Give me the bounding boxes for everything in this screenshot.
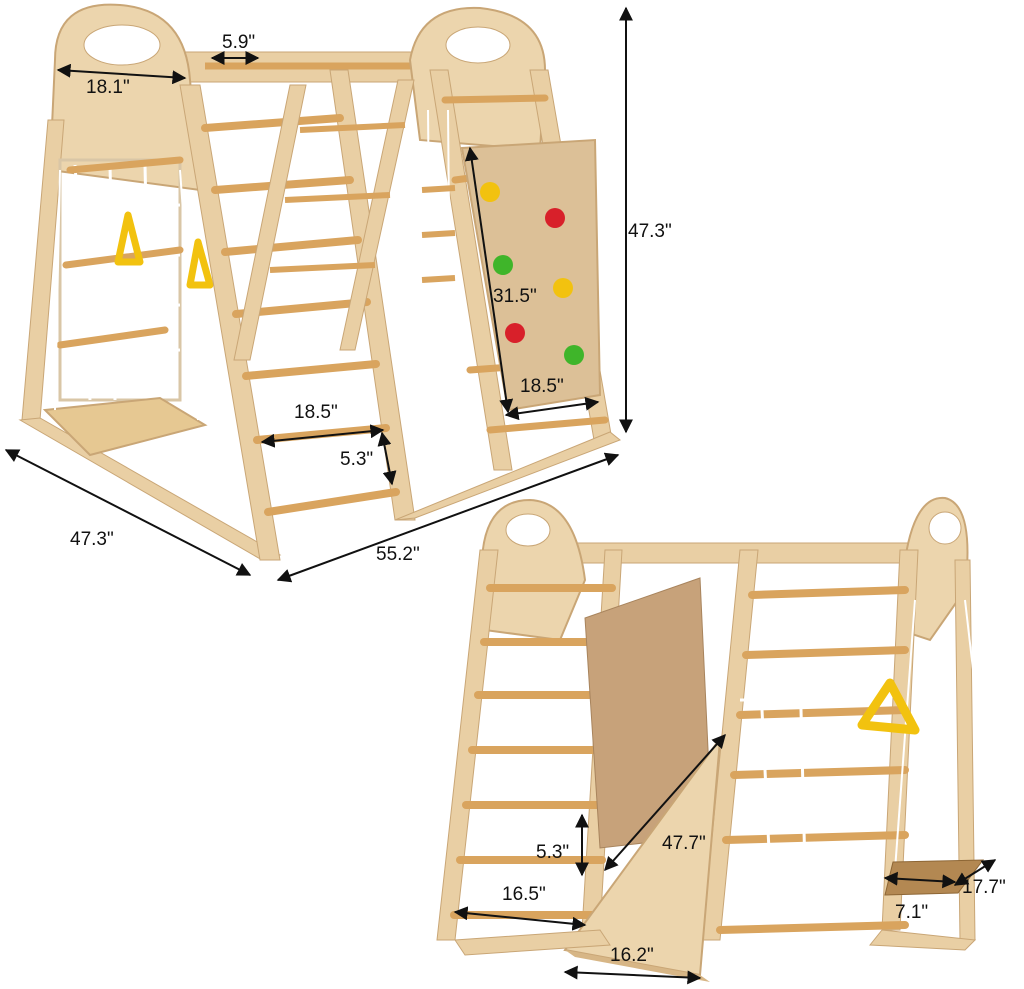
rope-net [58,158,182,402]
gym-ring-icon [857,678,920,735]
dim-ladder-width: 18.5" [294,402,338,423]
dim-total-height: 47.3" [628,221,672,242]
dim-seat-width: 17.7" [962,877,1006,898]
climbing-hold-icon [564,345,584,365]
climbing-hold-icon [545,208,565,228]
dim-depth: 47.3" [70,529,114,550]
dim-rung-spacing: 5.3" [340,449,374,470]
climbing-hold-icon [553,278,573,298]
rope-ladder [421,109,456,321]
dim-slide-width: 16.2" [610,945,654,966]
dim-top-width: 18.1" [86,77,130,98]
swing-seat [42,396,208,457]
dim-slide-length: 47.7" [662,833,706,854]
dimension-lines-b [453,733,997,985]
left-side-rungs [56,156,184,349]
dim-seat-depth: 7.1" [895,902,929,923]
dim-rung-spacing-b: 5.3" [536,842,570,863]
climbing-hold-icon [505,323,525,343]
dimension-lines-a [4,6,633,583]
gym-ring-icon [186,238,214,289]
rope-net-b [894,599,996,871]
dim-wall-width: 18.5" [520,376,564,397]
climbing-hold-icon [480,182,500,202]
dim-wall-height: 31.5" [493,286,537,307]
right-ladder-rungs-b [716,586,909,934]
dim-ladder-width-b: 16.5" [502,884,546,905]
climbing-hold-icon [493,255,513,275]
dim-length: 55.2" [376,544,420,565]
playset-view-a [18,3,621,561]
dim-top-bar-spacing: 5.9" [222,32,256,53]
gym-ring-icon [114,211,144,266]
ladder-rail-left [179,84,281,561]
